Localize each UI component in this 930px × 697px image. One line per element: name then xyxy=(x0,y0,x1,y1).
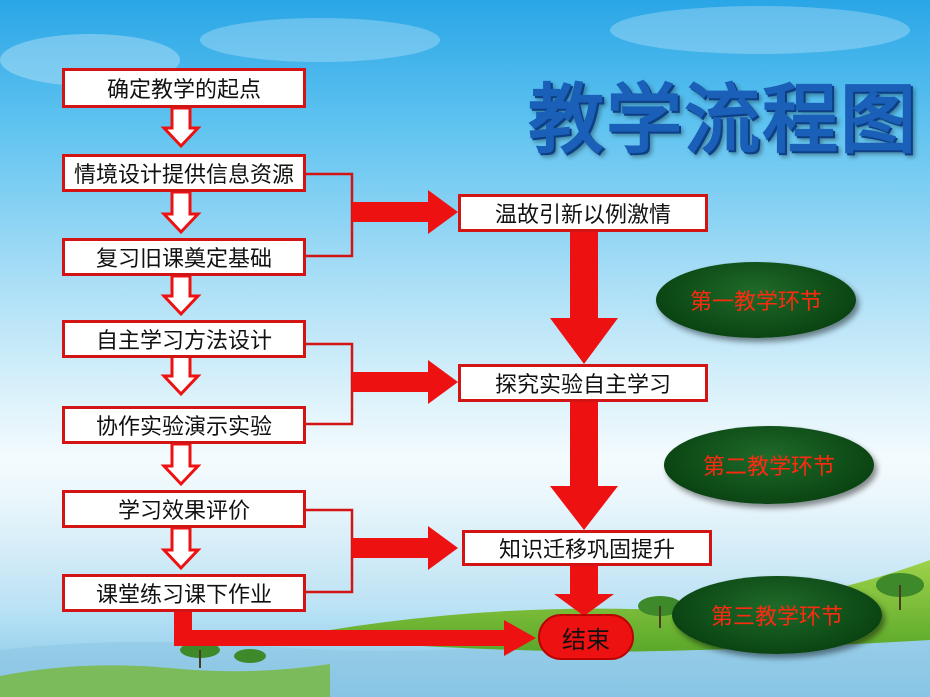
end-arrow xyxy=(174,610,536,656)
phase-box-3: 知识迁移巩固提升 xyxy=(462,530,712,566)
step-box-1: 确定教学的起点 xyxy=(62,68,306,108)
right-arrow xyxy=(352,360,458,404)
down-arrow xyxy=(160,352,202,397)
down-arrow xyxy=(550,400,618,530)
step-box-6: 学习效果评价 xyxy=(62,490,306,528)
down-arrow xyxy=(554,566,614,616)
stage-oval-1: 第一教学环节 xyxy=(656,262,856,338)
right-arrow xyxy=(352,190,458,234)
phase-box-2: 探究实验自主学习 xyxy=(458,364,708,402)
end-node: 结束 xyxy=(538,614,634,660)
step-box-7: 课堂练习课下作业 xyxy=(62,574,306,612)
stage-oval-2: 第二教学环节 xyxy=(664,426,874,504)
down-arrow xyxy=(160,526,202,571)
right-arrow xyxy=(352,526,458,570)
right-arrows xyxy=(352,190,458,570)
step-box-2: 情境设计提供信息资源 xyxy=(62,154,306,192)
down-arrow xyxy=(160,106,202,149)
step-box-4: 自主学习方法设计 xyxy=(62,320,306,358)
step-box-5: 协作实验演示实验 xyxy=(62,406,306,444)
down-arrow xyxy=(160,190,202,235)
phase-box-1: 温故引新以例激情 xyxy=(458,194,708,232)
down-arrow xyxy=(550,232,618,364)
page-title: 教学流程图 xyxy=(528,75,918,164)
bracket-lines xyxy=(306,172,354,594)
down-arrow xyxy=(160,442,202,487)
left-down-arrows xyxy=(160,106,202,571)
step-box-3: 复习旧课奠定基础 xyxy=(62,238,306,276)
down-arrow xyxy=(160,274,202,317)
stage-oval-3: 第三教学环节 xyxy=(672,576,882,654)
right-down-arrows xyxy=(550,232,618,616)
